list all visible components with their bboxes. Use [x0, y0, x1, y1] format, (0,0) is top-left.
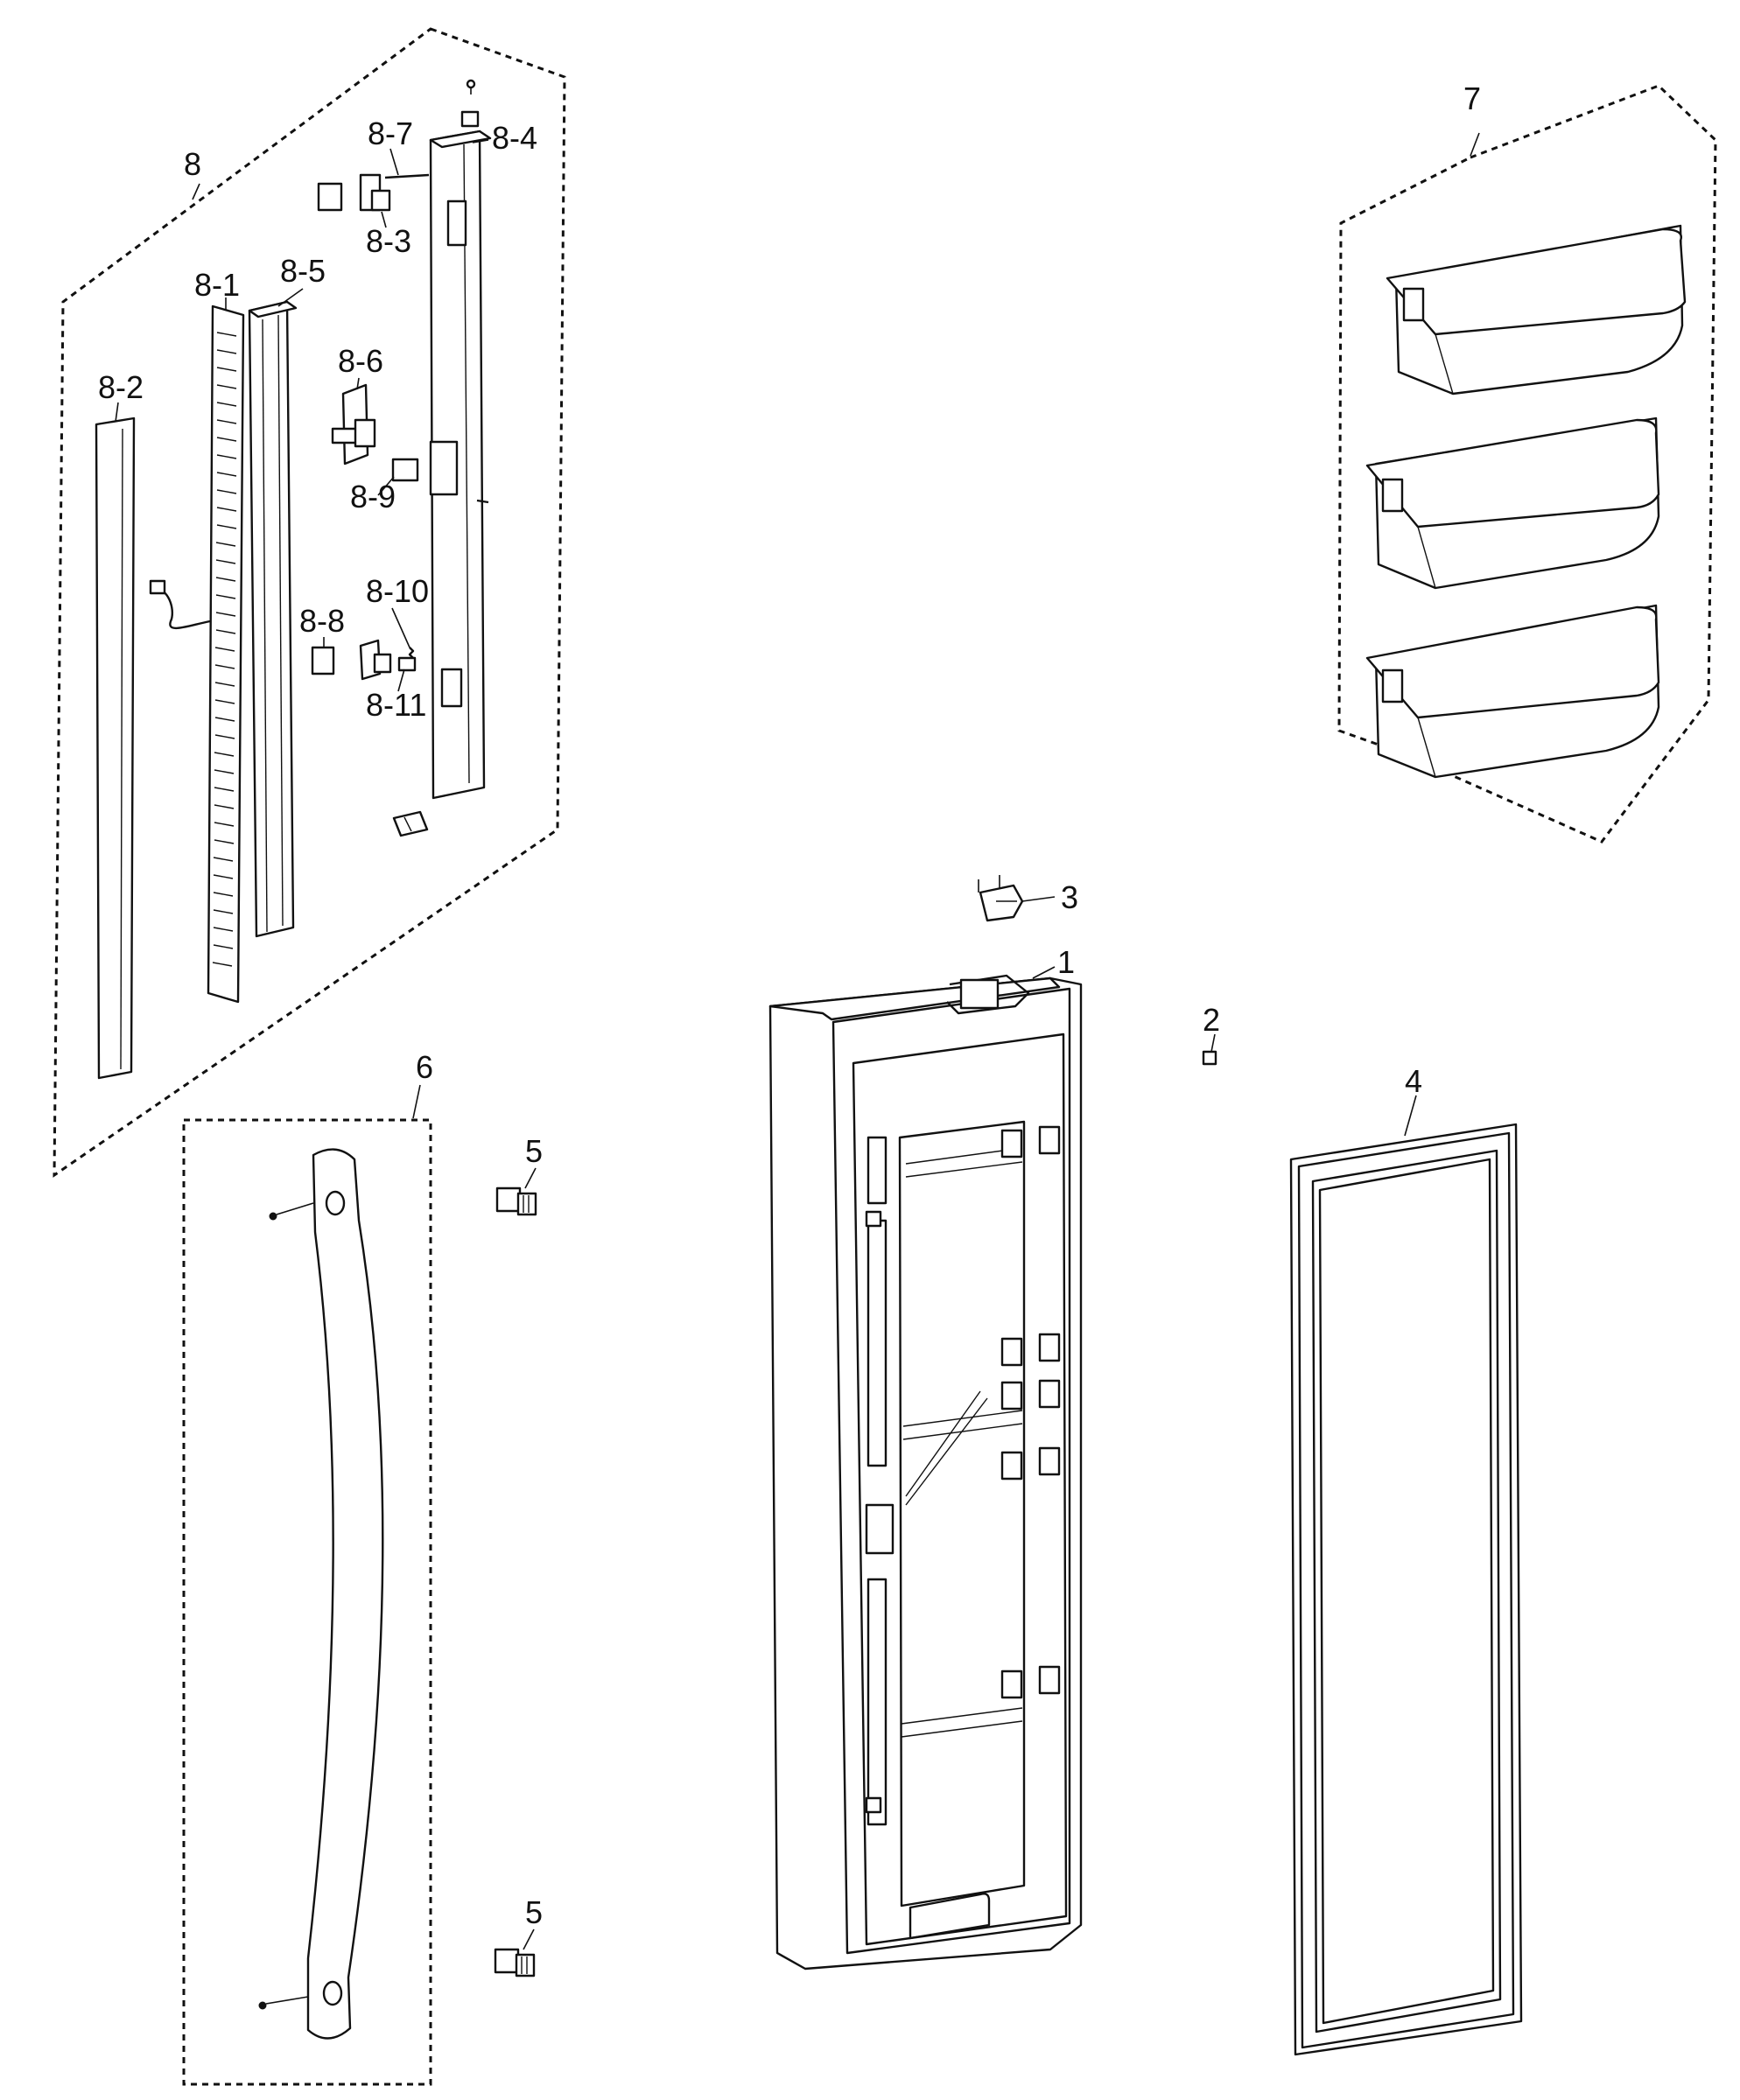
part-4-door-gasket [1289, 1123, 1523, 2056]
callout-5-upper: 5 [525, 1133, 543, 1169]
callout-8-4: 8-4 [492, 120, 537, 156]
part-8-4-door-rail [429, 130, 492, 800]
callout-3: 3 [1061, 879, 1078, 915]
callout-8-5: 8-5 [280, 253, 326, 289]
part-lower-hinge-bracket [359, 639, 392, 681]
part-7-door-bin-bottom [1365, 604, 1660, 779]
callout-5-lower: 5 [525, 1894, 543, 1930]
callout-8: 8 [184, 146, 201, 182]
callout-2: 2 [1203, 1002, 1220, 1038]
leader-7 [1470, 132, 1480, 157]
leader-1 [1032, 966, 1056, 979]
callout-1: 1 [1057, 944, 1075, 980]
callout-8-10: 8-10 [366, 573, 429, 609]
part-6-door-handle [258, 1148, 384, 2040]
leader-8-9 [377, 476, 395, 496]
leader-8-3 [381, 211, 387, 228]
group-7-boundary [1337, 84, 1717, 844]
part-1-door-assembly [768, 974, 1083, 1970]
callout-8-8: 8-8 [299, 603, 345, 639]
part-8-8-clip [311, 646, 335, 676]
leader-5-lower [523, 1928, 535, 1950]
leader-8-4 [472, 139, 489, 144]
leader-8-6 [356, 377, 360, 390]
bushing-top [460, 110, 480, 128]
callout-8-9: 8-9 [350, 479, 396, 514]
leader-8-11 [397, 668, 405, 692]
part-bottom-cap [392, 810, 429, 837]
part-5-cap-screw-lower [494, 1948, 536, 1978]
callout-8-7: 8-7 [368, 116, 413, 151]
leader-6 [412, 1084, 421, 1119]
part-8-9-cap [391, 458, 419, 482]
part-7-door-bin-top [1386, 224, 1687, 396]
leader-8 [192, 183, 200, 200]
part-8-5-inner-frame [248, 300, 298, 938]
part-8-6-latch-bracket [331, 383, 376, 466]
part-8-2-trim-strip [95, 416, 136, 1080]
part-8-11-clip [397, 656, 417, 672]
callout-4: 4 [1405, 1063, 1422, 1099]
wire-harness [149, 579, 211, 630]
screw-rail-mid [476, 499, 489, 504]
leader-8-2 [115, 402, 119, 423]
group-8-boundary [53, 27, 566, 1178]
part-8-7-pin [384, 173, 430, 179]
callout-6: 6 [416, 1049, 433, 1085]
leader-5-upper [524, 1167, 537, 1189]
leader-2 [1210, 1033, 1216, 1053]
part-2-stopper [1202, 1050, 1217, 1066]
callout-8-6: 8-6 [338, 343, 383, 379]
leader-4 [1404, 1095, 1417, 1137]
leader-8-5 [277, 288, 304, 307]
leader-8-7 [389, 148, 399, 176]
callout-7: 7 [1463, 80, 1481, 116]
leader-3 [1021, 896, 1056, 902]
callout-8-2: 8-2 [98, 369, 144, 405]
part-7-door-bin-middle [1365, 416, 1660, 590]
leader-8-10 [391, 607, 410, 648]
callout-8-11: 8-11 [366, 687, 426, 723]
part-8-1-vent-grille [207, 304, 245, 1004]
part-5-cap-screw-upper [495, 1186, 537, 1216]
group-6-boundary [182, 1118, 432, 2086]
part-hinge-bracket-upper [317, 173, 391, 212]
screw-top [466, 79, 476, 94]
callout-8-1: 8-1 [194, 267, 240, 303]
callout-8-3: 8-3 [366, 223, 411, 259]
part-3-hinge-cover [978, 875, 1024, 922]
